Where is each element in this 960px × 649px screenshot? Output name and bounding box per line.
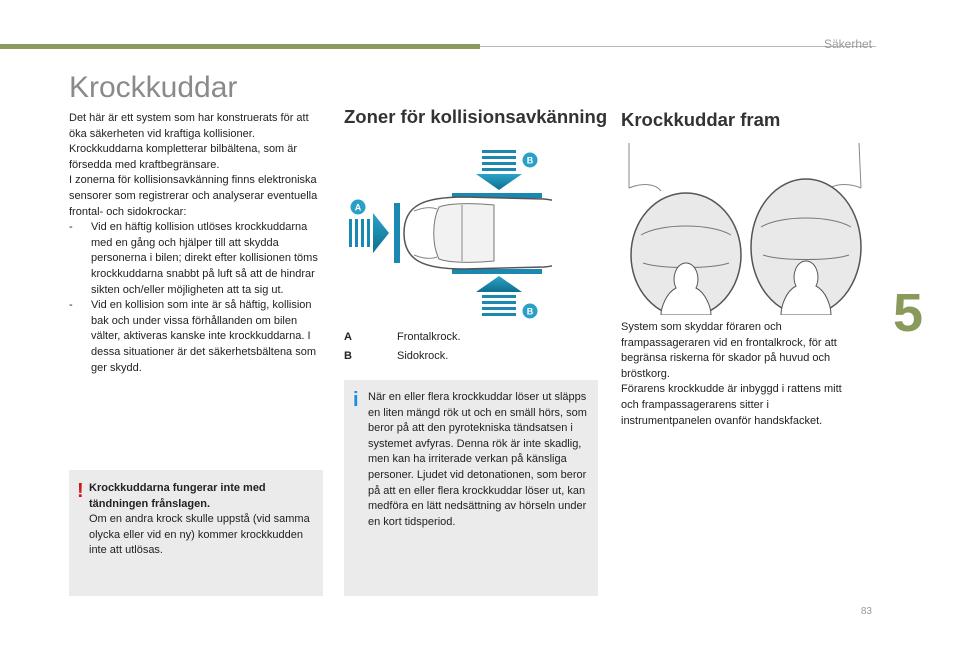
dash-bullet: - (69, 221, 73, 234)
intro-paragraph: I zonerna för kollisionsavkänning finns … (69, 174, 318, 218)
list-item-text: Vid en kollision som inte är så häftig, … (91, 299, 317, 374)
front-airbags-heading: Krockkuddar fram (621, 109, 781, 130)
list-item: - Vid en kollision som inte är så häftig… (69, 298, 327, 376)
arrow-left-icon (349, 213, 389, 253)
arrow-top-icon (476, 150, 522, 190)
legend-key: B (344, 350, 352, 362)
front-airbags-illustration (628, 143, 862, 315)
intro-paragraph: Det här är ett system som har konstruera… (69, 112, 309, 171)
info-icon: i (353, 389, 359, 411)
marker-b-bottom-icon: B (522, 303, 538, 319)
intro-text: Det här är ett system som har konstruera… (69, 111, 327, 376)
marker-b-label: B (527, 156, 534, 166)
airbag-passenger-icon (750, 178, 862, 315)
warning-body: Om en andra krock skulle uppstå (vid sam… (89, 513, 310, 557)
zones-legend: A Frontalkrock. B Sidokrock. (344, 328, 461, 366)
warning-text: Krockkuddarna fungerar inte med tändning… (89, 481, 314, 559)
front-airbags-text: System som skyddar föraren och frampassa… (621, 320, 861, 429)
warning-title: Krockkuddarna fungerar inte med tändning… (89, 482, 266, 510)
section-label: Säkerhet (823, 37, 872, 51)
front-paragraph: Förarens krockkudde är inbyggd i rattens… (621, 383, 842, 427)
list-item-text: Vid en häftig kollision utlöses krockkud… (91, 221, 318, 296)
marker-b-top-icon: B (522, 152, 538, 168)
car-zones-diagram: A B B (349, 150, 552, 319)
info-box: i När en eller flera krockkuddar löser u… (344, 380, 598, 596)
warning-box: ! Krockkuddarna fungerar inte med tändni… (69, 470, 323, 596)
marker-a-icon: A (350, 199, 366, 215)
list-item: - Vid en häftig kollision utlöses krockk… (69, 220, 327, 298)
page-title: Krockkuddar (69, 71, 238, 104)
marker-b-label: B (527, 307, 534, 317)
legend-label: Sidokrock. (397, 350, 449, 362)
warning-icon: ! (77, 480, 84, 502)
legend-row: A Frontalkrock. (344, 328, 461, 347)
front-paragraph: System som skyddar föraren och frampassa… (621, 321, 837, 380)
dash-bullet: - (69, 299, 73, 312)
legend-label: Frontalkrock. (397, 331, 461, 343)
airbag-driver-icon (630, 192, 742, 315)
info-text: När en eller flera krockkuddar löser ut … (368, 391, 587, 528)
marker-a-label: A (355, 203, 362, 213)
top-divider-line (480, 46, 876, 47)
arrow-bottom-icon (476, 276, 522, 316)
legend-key: A (344, 331, 352, 343)
zones-heading: Zoner för kollisionsavkänning (344, 106, 608, 127)
legend-row: B Sidokrock. (344, 347, 461, 366)
chapter-number: 5 (893, 283, 924, 343)
car-icon (394, 193, 552, 274)
top-accent-bar (0, 44, 480, 49)
page-number: 83 (860, 606, 872, 617)
